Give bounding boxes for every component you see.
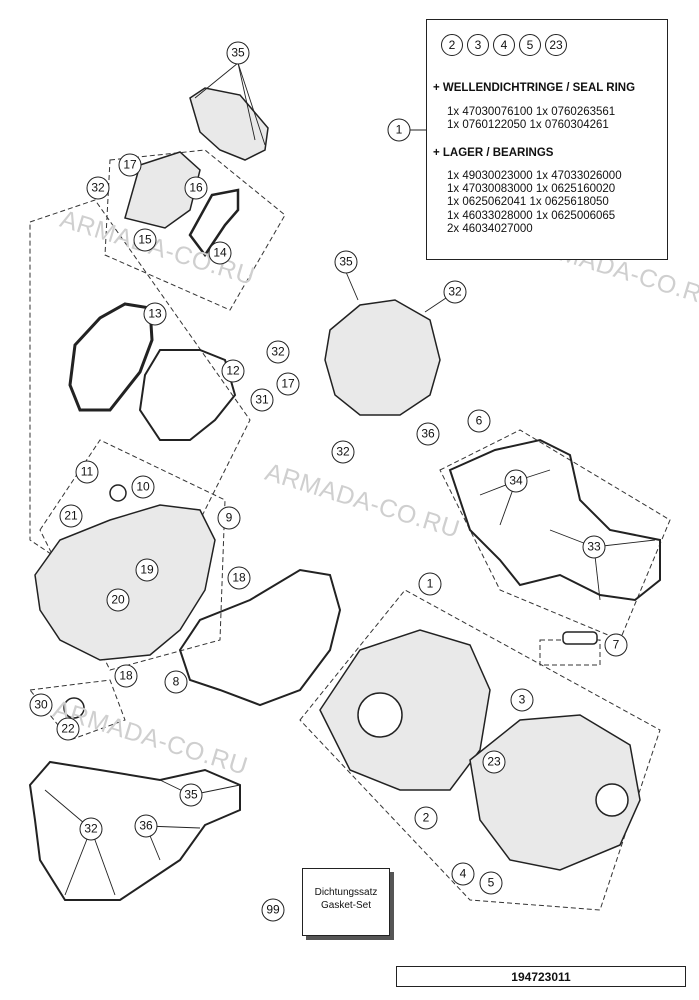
callout-17: 17 bbox=[118, 153, 142, 177]
callout-6: 6 bbox=[467, 409, 491, 433]
bearings-heading: + LAGER / BEARINGS bbox=[433, 147, 554, 159]
outer-clutch-cover-gasket bbox=[28, 760, 241, 901]
callout-15: 15 bbox=[133, 228, 157, 252]
group-outline-crankcase-gasket bbox=[439, 429, 671, 641]
callout-5: 5 bbox=[479, 871, 503, 895]
water-pump-gasket bbox=[188, 188, 240, 258]
seal-ring-line: 1x 47030076100 1x 0760263561 bbox=[447, 106, 616, 118]
callout-19: 19 bbox=[135, 558, 159, 582]
callout-2: 2 bbox=[414, 806, 438, 830]
group-outline-clutch-cover bbox=[39, 439, 226, 671]
included-part-circle: 4 bbox=[493, 34, 515, 56]
callout-4: 4 bbox=[451, 862, 475, 886]
oil-seal-ring bbox=[109, 484, 127, 502]
callout-32: 32 bbox=[266, 340, 290, 364]
callout-9: 9 bbox=[217, 506, 241, 530]
crankshaft-bearing-right bbox=[595, 783, 629, 817]
callout-35: 35 bbox=[334, 250, 358, 274]
engine-case-left bbox=[319, 629, 491, 791]
clutch-cover-gasket bbox=[178, 568, 342, 707]
bearing-line: 1x 46033028000 1x 0625006065 bbox=[447, 209, 616, 222]
callout-13: 13 bbox=[143, 302, 167, 326]
included-part-circle: 3 bbox=[467, 34, 489, 56]
water-pump-wheel bbox=[63, 697, 85, 719]
callout-32: 32 bbox=[86, 176, 110, 200]
callout-36: 36 bbox=[134, 814, 158, 838]
seal-ring-line: 1x 0760122050 1x 0760304261 bbox=[447, 119, 609, 132]
callout-20: 20 bbox=[106, 588, 130, 612]
callout-12: 12 bbox=[221, 359, 245, 383]
callout-18: 18 bbox=[227, 566, 251, 590]
leader-line bbox=[237, 62, 266, 146]
crankcase-gasket bbox=[448, 438, 661, 602]
seal-ring-list: 1x 47030076100 1x 0760263561 1x 07601220… bbox=[447, 106, 615, 132]
water-pump-cover bbox=[189, 87, 269, 161]
included-part-circle: 2 bbox=[441, 34, 463, 56]
callout-36: 36 bbox=[416, 422, 440, 446]
bearing-line: 1x 47030083000 1x 0625160020 bbox=[447, 183, 616, 196]
seal-ring-heading: + WELLENDICHTRINGE / SEAL RING bbox=[433, 82, 636, 94]
crankshaft-bearing bbox=[357, 692, 403, 738]
leader-line bbox=[237, 62, 256, 141]
group-outline-water-pump bbox=[104, 149, 286, 311]
leader-line bbox=[194, 62, 239, 99]
callout-99: 99 bbox=[261, 898, 285, 922]
callout-35: 35 bbox=[226, 41, 250, 65]
callout-23: 23 bbox=[482, 750, 506, 774]
callout-8: 8 bbox=[164, 670, 188, 694]
gasket-set-label-en: Gasket-Set bbox=[320, 900, 372, 911]
callout-32: 32 bbox=[331, 440, 355, 464]
callout-3: 3 bbox=[510, 688, 534, 712]
bearing-line: 1x 49030023000 1x 47033026000 bbox=[447, 170, 622, 182]
callout-22: 22 bbox=[56, 717, 80, 741]
callout-17: 17 bbox=[276, 372, 300, 396]
callout-32: 32 bbox=[79, 817, 103, 841]
callout-14: 14 bbox=[208, 241, 232, 265]
clutch-cover bbox=[34, 504, 216, 661]
callout-1: 1 bbox=[387, 118, 411, 142]
ignition-cover-gasket bbox=[68, 302, 154, 412]
callout-16: 16 bbox=[184, 176, 208, 200]
callout-18: 18 bbox=[114, 664, 138, 688]
callout-32: 32 bbox=[443, 280, 467, 304]
gasket-set-box: Dichtungssatz Gasket-Set bbox=[302, 868, 390, 936]
included-part-circle: 5 bbox=[519, 34, 541, 56]
diagram-part-number: 194723011 bbox=[396, 966, 686, 987]
ignition-cover bbox=[324, 299, 441, 416]
included-parts-circles: 2 3 4 5 23 bbox=[441, 34, 567, 56]
callout-10: 10 bbox=[131, 475, 155, 499]
bearing-line: 2x 46034027000 bbox=[447, 222, 533, 235]
parts-info-box: 2 3 4 5 23 + WELLENDICHTRINGE / SEAL RIN… bbox=[426, 19, 668, 260]
callout-34: 34 bbox=[504, 469, 528, 493]
callout-1: 1 bbox=[418, 572, 442, 596]
callout-31: 31 bbox=[250, 388, 274, 412]
callout-21: 21 bbox=[59, 504, 83, 528]
callout-30: 30 bbox=[29, 693, 53, 717]
included-part-circle: 23 bbox=[545, 34, 567, 56]
leader-line bbox=[345, 271, 359, 301]
bearing-line: 1x 0625062041 1x 0625618050 bbox=[447, 196, 609, 209]
gasket-set-label-de: Dichtungssatz bbox=[314, 887, 378, 898]
callout-33: 33 bbox=[582, 535, 606, 559]
dowel-pin bbox=[562, 631, 598, 645]
clutch-cover-seal-ring bbox=[138, 349, 237, 441]
callout-11: 11 bbox=[75, 460, 99, 484]
callout-7: 7 bbox=[604, 633, 628, 657]
leader-line bbox=[90, 828, 116, 896]
engine-case-right bbox=[469, 714, 641, 871]
callout-35: 35 bbox=[179, 783, 203, 807]
bearings-list: 1x 49030023000 1x 47033026000 1x 4703008… bbox=[447, 170, 622, 236]
